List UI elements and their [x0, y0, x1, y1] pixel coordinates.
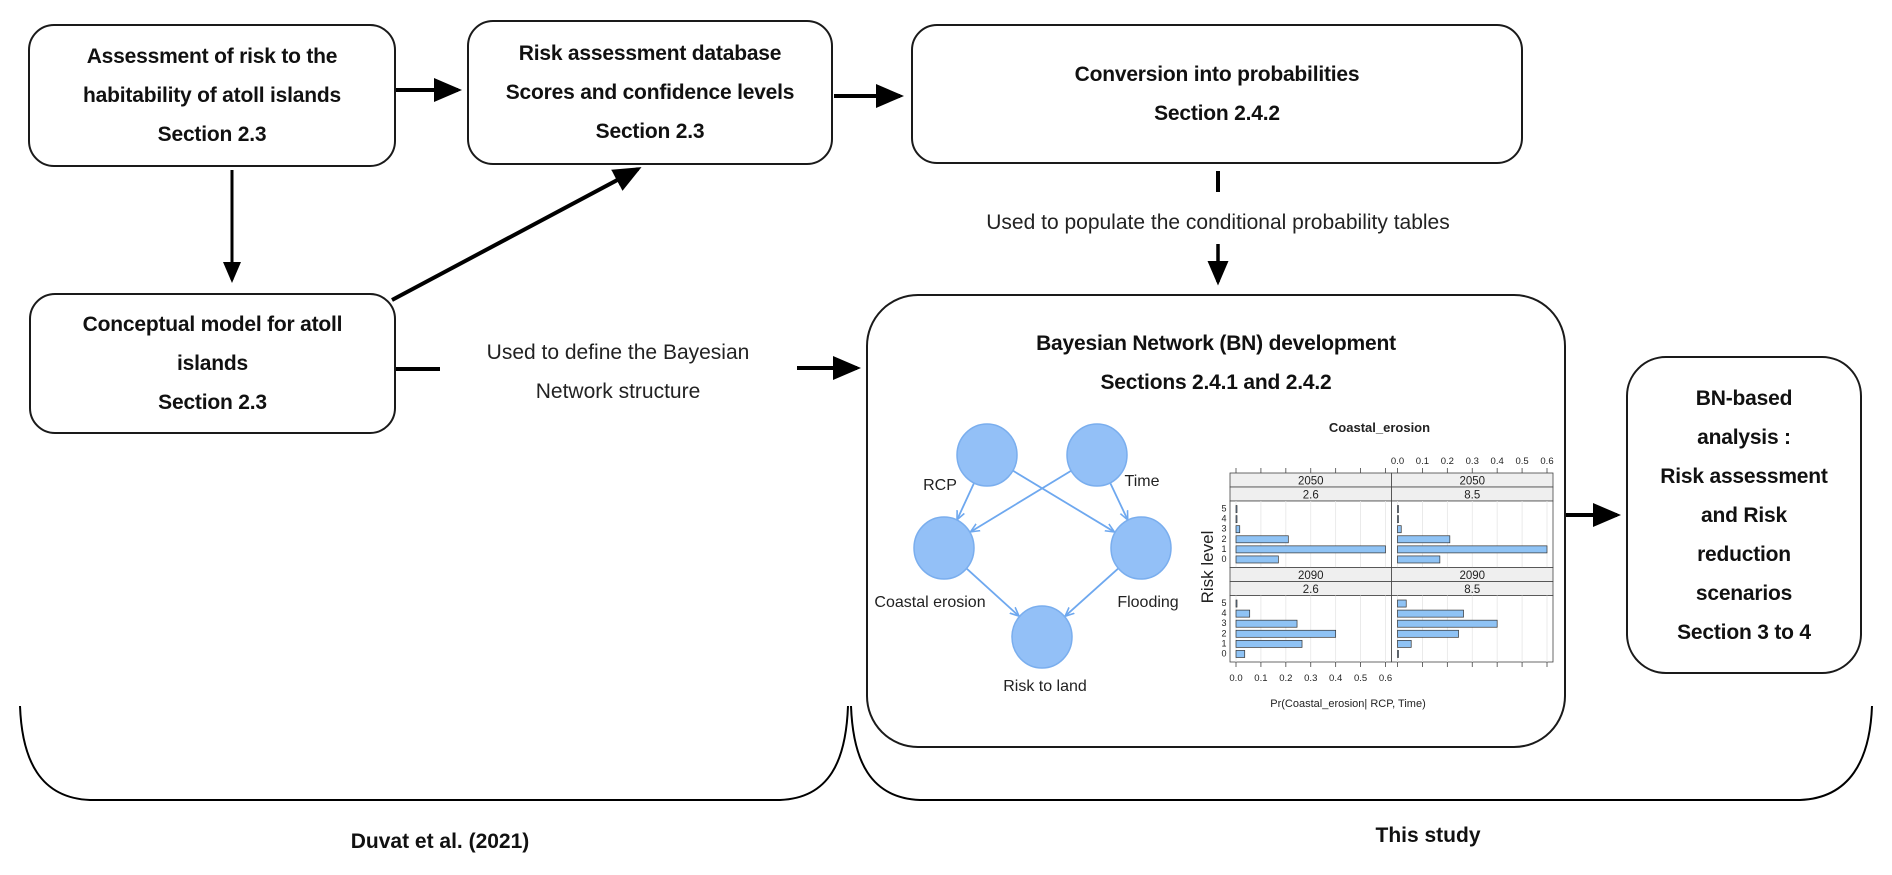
box-line: analysis : — [1697, 425, 1791, 449]
box-bn-development: Bayesian Network (BN) development Sectio… — [866, 294, 1566, 748]
footer-label-this-study: This study — [1375, 824, 1481, 847]
box-line: Section 2.3 — [157, 123, 267, 146]
box-line: Sections 2.4.1 and 2.4.2 — [1100, 371, 1332, 394]
box-line: reduction — [1697, 542, 1791, 566]
box-line: and Risk — [1701, 503, 1787, 527]
box-conceptual-model: Conceptual model for atoll islands Secti… — [29, 293, 396, 434]
box-risk-assessment-database: Risk assessment database Scores and conf… — [467, 20, 833, 165]
box-line: Bayesian Network (BN) development — [1036, 332, 1396, 355]
box-line: scenarios — [1695, 581, 1793, 605]
bn-node-label-rcp: RCP — [923, 477, 957, 494]
footer-label-previous-work: Duvat et al. (2021) — [350, 830, 530, 853]
box-line: Section 2.3 — [595, 120, 705, 143]
box-line: islands — [177, 352, 248, 375]
brace-previous-work — [19, 705, 849, 801]
bn-node-label-time: Time — [1124, 473, 1160, 490]
edge-label-line: Network structure — [535, 380, 701, 403]
box-line: Scores and confidence levels — [505, 81, 795, 104]
box-line: Section 2.3 — [158, 391, 267, 414]
box-line: Conversion into probabilities — [1074, 63, 1360, 86]
box-line: Risk assessment database — [518, 42, 782, 65]
box-line: Risk assessment — [1660, 464, 1828, 488]
edge-label-populate-cpt: Used to populate the conditional probabi… — [986, 211, 1450, 234]
edge-label-line: Used to define the Bayesian — [486, 341, 750, 364]
box-line: Section 2.4.2 — [1154, 102, 1280, 125]
bn-node-label-flooding: Flooding — [1117, 594, 1179, 611]
edge-label-define-structure: Used to define the Bayesian Network stru… — [458, 333, 778, 411]
box-conversion-into-probabilities: Conversion into probabilities Section 2.… — [911, 24, 1523, 164]
bn-node-label-coastal: Coastal erosion — [874, 594, 986, 611]
box-line: habitability of atoll islands — [83, 84, 341, 107]
box-assessment-of-risk: Assessment of risk to the habitability o… — [28, 24, 396, 167]
box-line: Section 3 to 4 — [1677, 620, 1811, 644]
box-line: Conceptual model for atoll — [82, 313, 343, 336]
arrow-conceptual-to-database — [391, 167, 642, 302]
box-line: Assessment of risk to the — [86, 45, 338, 68]
bn-node-label-risk: Risk to land — [1003, 678, 1087, 695]
box-bn-based-analysis: BN-based analysis : Risk assessment and … — [1626, 356, 1862, 674]
box-line: BN-based — [1695, 386, 1793, 410]
